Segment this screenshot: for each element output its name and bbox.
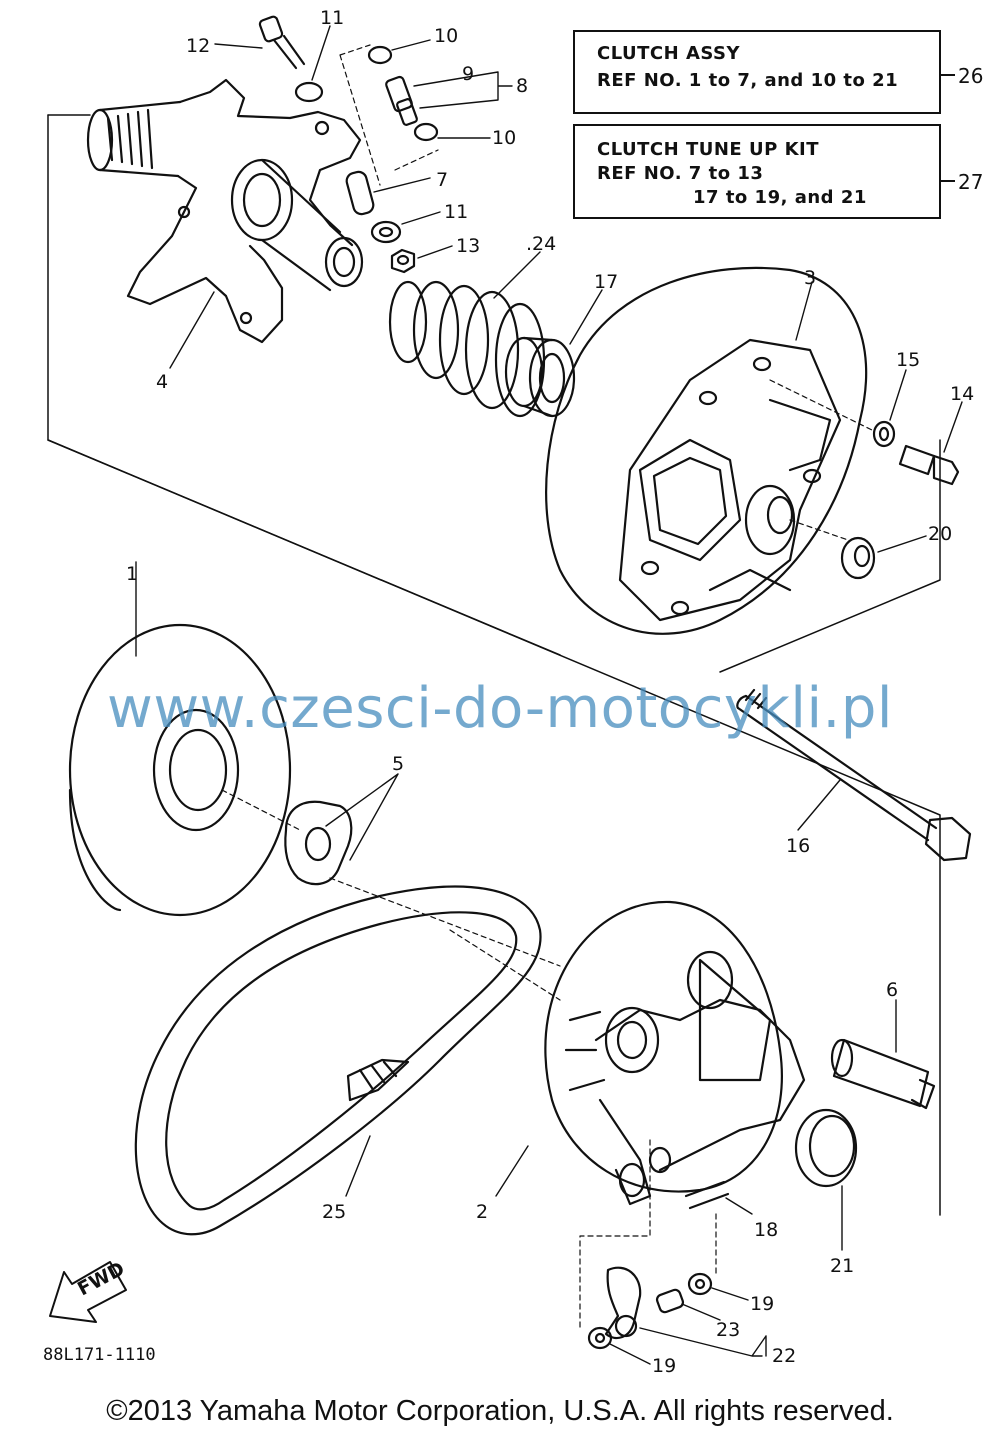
seal-part [794,1108,858,1188]
ref-label-26: 26 [958,64,984,88]
leader-17 [569,289,603,345]
part-label-15: 15 [896,349,920,371]
washer-part [370,220,402,244]
leader-25 [345,1135,371,1197]
leader-13 [417,245,453,259]
washer-part [587,1326,613,1350]
leader-19-23-22 [609,1287,767,1365]
ref-label-27: 27 [958,170,984,194]
pin-part [684,1180,730,1210]
bolt-part [898,444,960,486]
leader-dashed-lower [579,1139,717,1331]
leader-dashed-disk [221,789,301,831]
washer-part [294,81,324,103]
part-label-20: 20 [928,523,952,545]
bushing-part [413,122,439,142]
part-label-16: 16 [786,835,810,857]
leader-dashed-belt [329,877,561,1001]
part-label-11-top: 11 [320,7,344,29]
sheave-disk-part [68,623,292,917]
weight-arm-part [604,1266,642,1340]
part-label-5: 5 [392,753,404,775]
part-label-25: 25 [322,1201,346,1223]
clutch-assy-refs: REF NO. 1 to 7, and 10 to 21 [597,70,899,91]
drive-belt-part [134,885,542,1236]
tune-up-kit-title: CLUTCH TUNE UP KIT [597,139,819,160]
leader-15 [889,369,907,421]
leader-10 [391,39,491,139]
leader-7 [373,177,431,193]
part-label-13: 13 [456,235,480,257]
part-label-11-low: 11 [444,201,468,223]
part-label-19-bottom: 19 [652,1355,676,1377]
bushing-part [367,45,393,65]
leader-18 [725,1197,753,1215]
part-label-1: 1 [126,563,138,585]
assembly-frame-lines [47,114,941,1216]
leader-14 [943,401,963,453]
watermark-text: www.czesci-do-motocykli.pl [107,676,893,741]
part-label-23: 23 [716,1319,740,1341]
part-label-19-top: 19 [750,1293,774,1315]
leader-11-top [311,25,331,81]
part-label-17: 17 [594,271,618,293]
moveable-sheave-part [544,900,806,1206]
leader-dashed-cover [769,379,873,541]
part-label-18: 18 [754,1219,778,1241]
clutch-assy-callout: CLUTCH ASSY REF NO. 1 to 7, and 10 to 21 [573,30,941,114]
slider-shoe-part [284,800,353,886]
sleeve-bushing-part [504,336,576,418]
copyright-notice: ©2013 Yamaha Motor Corporation, U.S.A. A… [106,1395,894,1427]
lock-washer-part [872,420,896,448]
bushing-part [840,536,876,580]
part-label-24: .24 [526,233,556,255]
part-label-14: 14 [950,383,974,405]
part-label-6: 6 [886,979,898,1001]
bolt-part [258,15,306,70]
callout-26-leader [941,74,955,76]
leader-2 [495,1145,529,1197]
leader-dashed-group [339,44,439,186]
leader-4 [169,291,215,369]
roller-part [655,1288,685,1314]
tune-up-kit-refs-1: REF NO. 7 to 13 [597,163,764,184]
part-label-7: 7 [436,169,448,191]
sleeve-part [830,1038,936,1110]
part-label-3: 3 [804,267,816,289]
callout-27-leader [941,180,955,182]
nut-part [390,248,416,274]
diagram-code: 88L171-1110 [43,1345,156,1365]
leader-5 [325,773,399,861]
part-label-21: 21 [830,1255,854,1277]
part-label-8: 8 [516,75,528,97]
part-label-9: 9 [462,63,474,85]
leader-3 [795,281,813,341]
part-label-10-bottom: 10 [492,127,516,149]
leader-24 [493,251,541,299]
leader-11-low [401,211,441,225]
leader-16 [797,779,841,831]
leader-8-9 [413,71,513,109]
tune-up-kit-refs-2: 17 to 19, and 21 [693,187,867,208]
long-bolt-part [736,688,972,862]
roller-pin-part [345,170,375,216]
clutch-assy-title: CLUTCH ASSY [597,43,741,64]
part-label-4: 4 [156,371,168,393]
leader-20 [877,535,927,553]
part-label-12: 12 [186,35,210,57]
spring-part [388,280,546,418]
part-label-10-top: 10 [434,25,458,47]
part-label-2: 2 [476,1201,488,1223]
clutch-cover-part [545,266,868,635]
forward-arrow-icon: FWD [49,1258,128,1323]
leader-12 [214,43,263,49]
spider-shaft-part [86,78,364,344]
tune-up-kit-callout: CLUTCH TUNE UP KIT REF NO. 7 to 13 17 to… [573,124,941,219]
part-label-22: 22 [772,1345,796,1367]
pin-part [385,75,418,126]
washer-part [687,1272,713,1296]
